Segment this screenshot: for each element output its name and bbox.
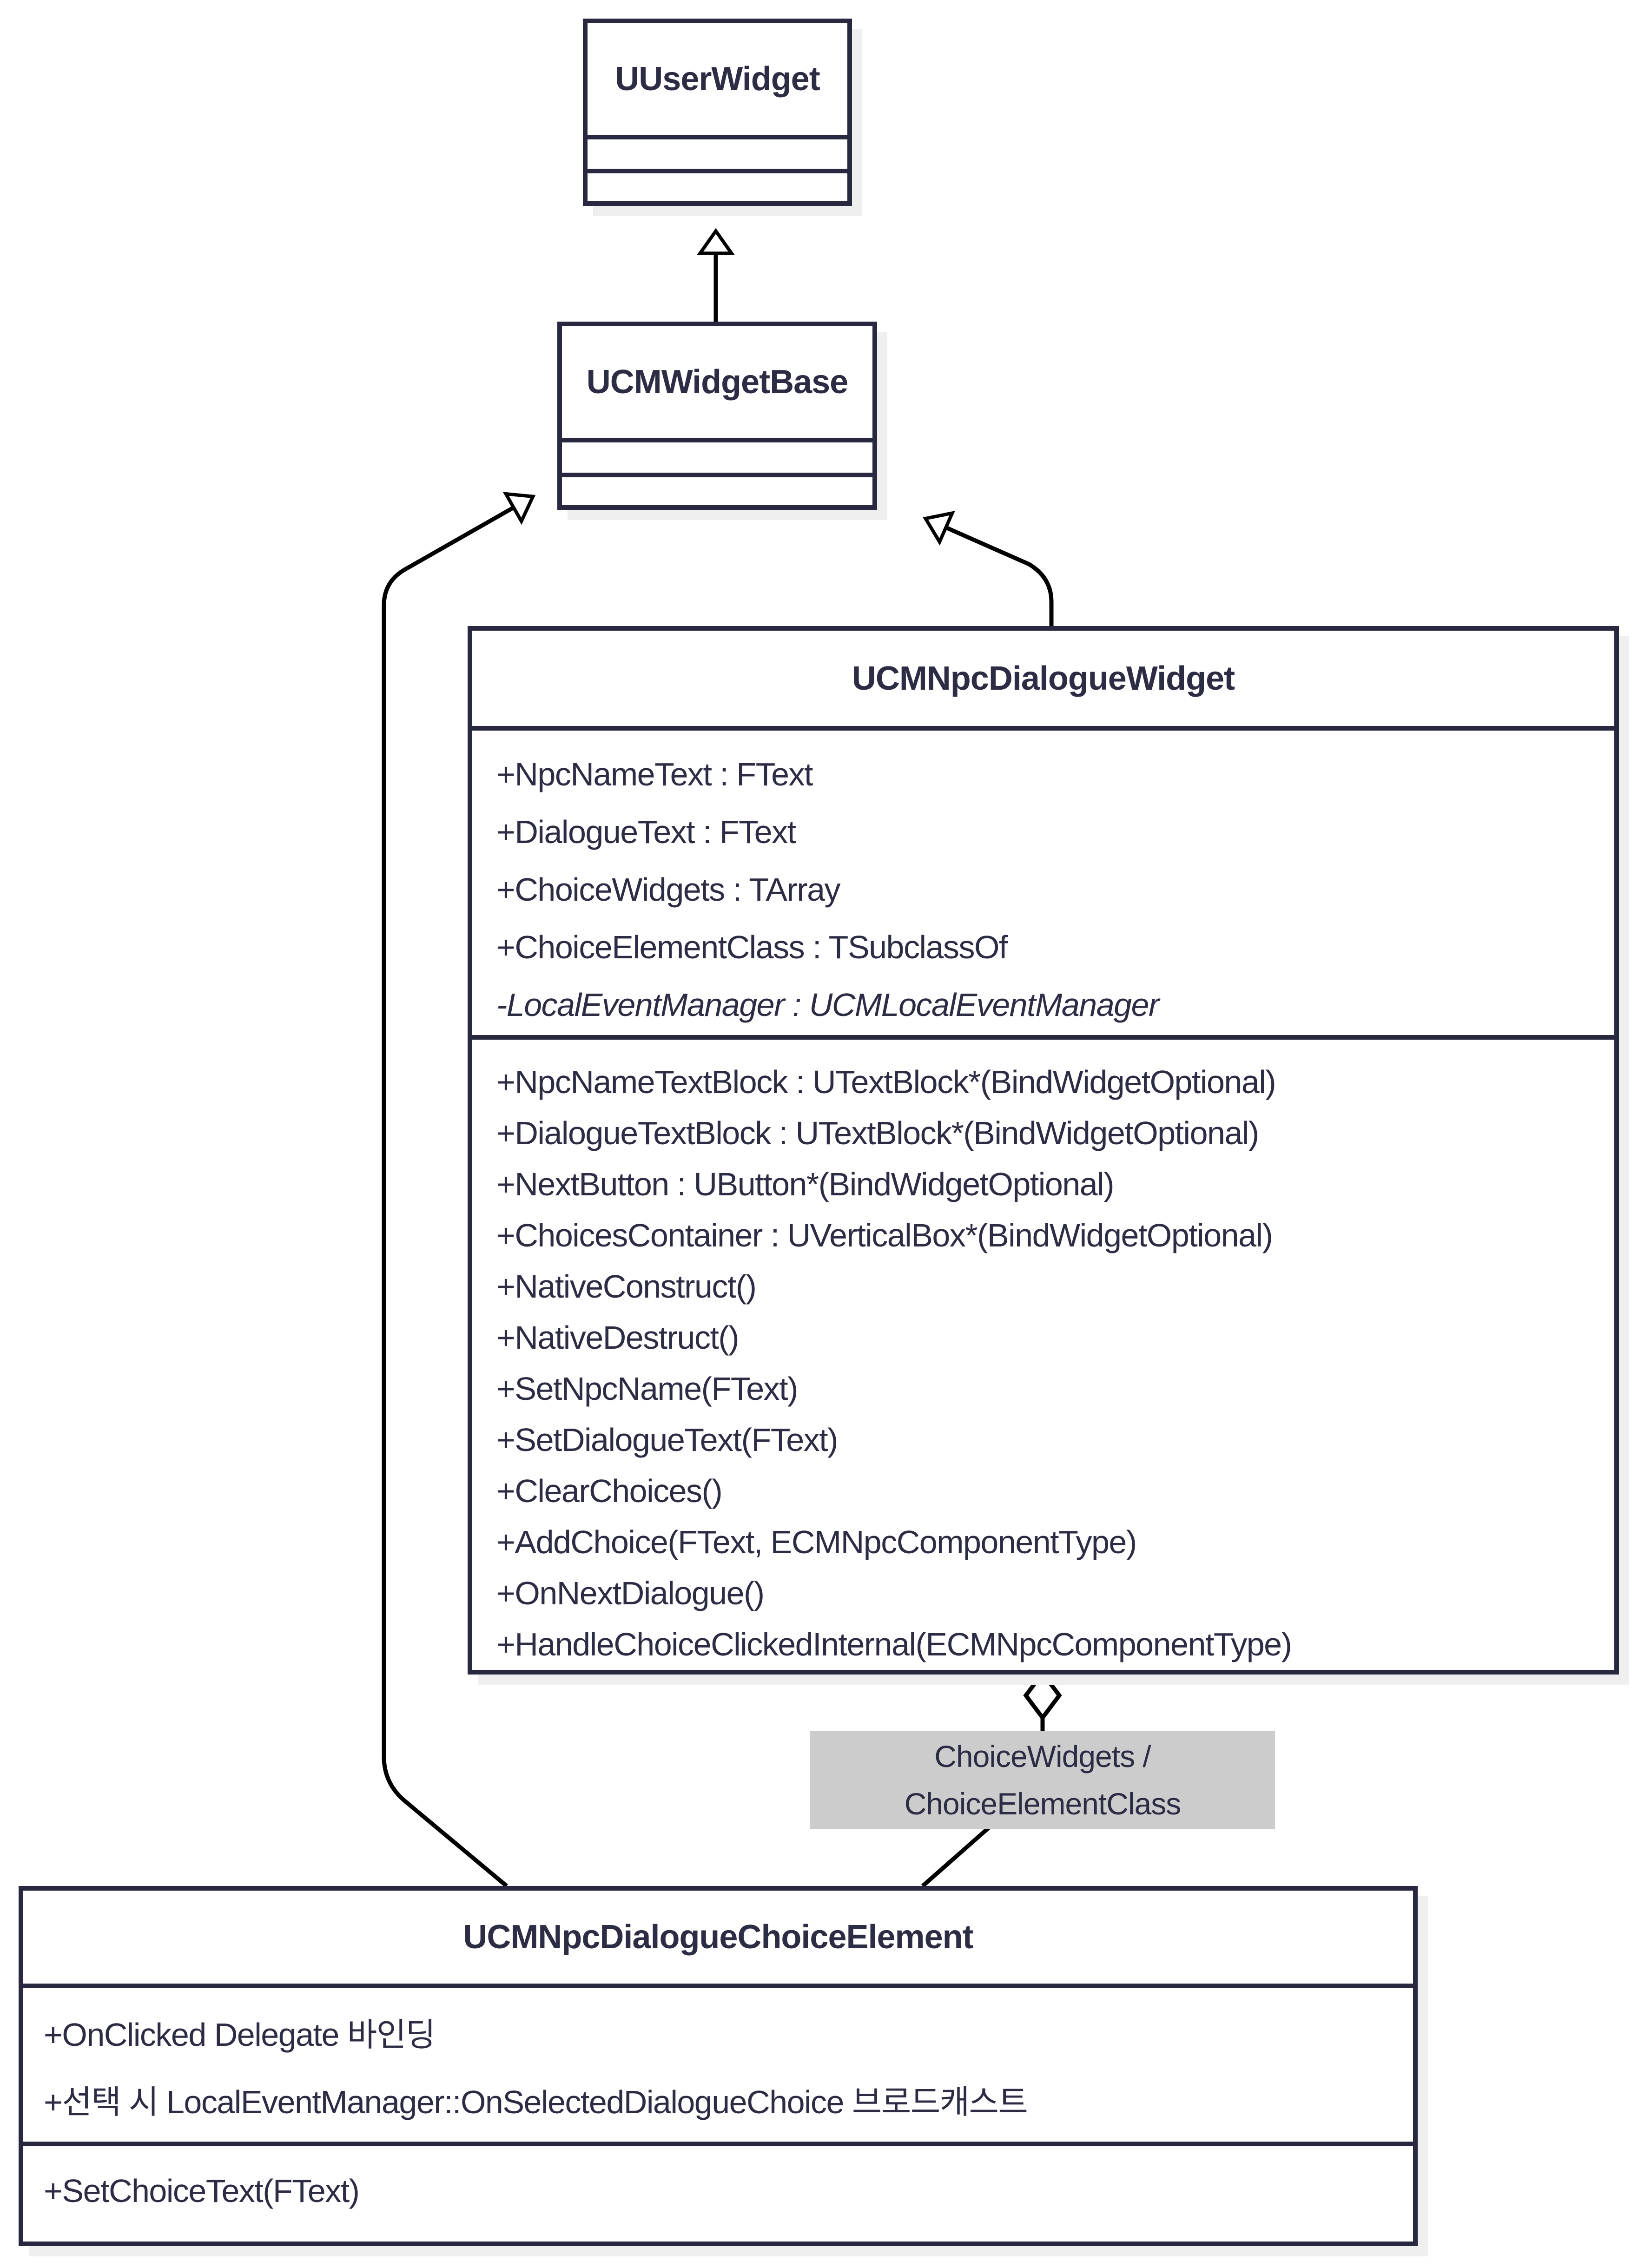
member-line: +SetNpcName(FText) [496, 1371, 798, 1407]
methods-compartment [562, 473, 872, 505]
member-line: +SetDialogueText(FText) [496, 1422, 838, 1458]
member-line: +HandleChoiceClickedInternal(ECMNpcCompo… [496, 1626, 1292, 1662]
member-line: +NativeConstruct() [496, 1268, 757, 1305]
aggregation-edge-label: ChoiceWidgets / ChoiceElementClass [810, 1731, 1275, 1829]
class-ucmnpcdialoguewidget: UCMNpcDialogueWidget +NpcNameText : FTex… [468, 626, 1619, 1675]
class-title: UCMWidgetBase [586, 363, 848, 401]
attributes-compartment [562, 438, 872, 473]
methods-compartment: +SetChoiceText(FText) [23, 2142, 1413, 2242]
class-ucmwidgetbase: UCMWidgetBase [557, 322, 877, 510]
attributes-compartment [588, 135, 847, 169]
member-line: +NativeDestruct() [496, 1319, 740, 1356]
inheritance-edge-dialoguewidget-to-widgetbase [923, 511, 1054, 626]
member-line: +ClearChoices() [496, 1473, 723, 1509]
aggregation-diamond [1023, 1669, 1062, 1721]
member-line: +ChoicesContainer : UVerticalBox*(BindWi… [496, 1217, 1273, 1253]
edge-label-line: ChoiceElementClass [904, 1787, 1182, 1821]
member-line: +선택 시 LocalEventManager::OnSelectedDialo… [44, 2084, 1028, 2120]
member-line: +OnClicked Delegate 바인딩 [44, 2017, 436, 2053]
class-title: UUserWidget [615, 60, 820, 98]
member-line: +AddChoice(FText, ECMNpcComponentType) [496, 1524, 1137, 1560]
member-line: +SetChoiceText(FText) [44, 2173, 360, 2209]
member-line: +NpcNameTextBlock : UTextBlock*(BindWidg… [496, 1064, 1276, 1100]
attributes-compartment: +OnClicked Delegate 바인딩 +선택 시 LocalEventM… [23, 1984, 1413, 2142]
class-uuserwidget: UUserWidget [583, 19, 852, 206]
member-line: +DialogueText : FText [496, 814, 796, 850]
attributes-compartment: +NpcNameText : FText +DialogueText : FTex… [472, 726, 1614, 1035]
methods-compartment: +NpcNameTextBlock : UTextBlock*(BindWidg… [472, 1035, 1614, 1670]
member-line: +NpcNameText : FText [496, 756, 813, 792]
methods-compartment [588, 169, 847, 201]
edge-label-line: ChoiceWidgets / [934, 1739, 1151, 1774]
class-ucmnpcdialoguechoiceelement: UCMNpcDialogueChoiceElement +OnClicked D… [19, 1886, 1418, 2246]
member-line: +NextButton : UButton*(BindWidgetOptiona… [496, 1166, 1115, 1202]
member-line: +ChoiceWidgets : TArray [496, 871, 841, 908]
class-title: UCMNpcDialogueWidget [852, 659, 1235, 697]
class-title: UCMNpcDialogueChoiceElement [463, 1919, 973, 1956]
member-line: +OnNextDialogue() [496, 1575, 765, 1611]
member-line: -LocalEventManager : UCMLocalEventManage… [496, 987, 1159, 1023]
inheritance-edge-choiceelement-to-widgetbase [382, 492, 536, 1888]
member-line: +ChoiceElementClass : TSubclassOf [496, 929, 1008, 965]
member-line: +DialogueTextBlock : UTextBlock*(BindWid… [496, 1115, 1259, 1151]
